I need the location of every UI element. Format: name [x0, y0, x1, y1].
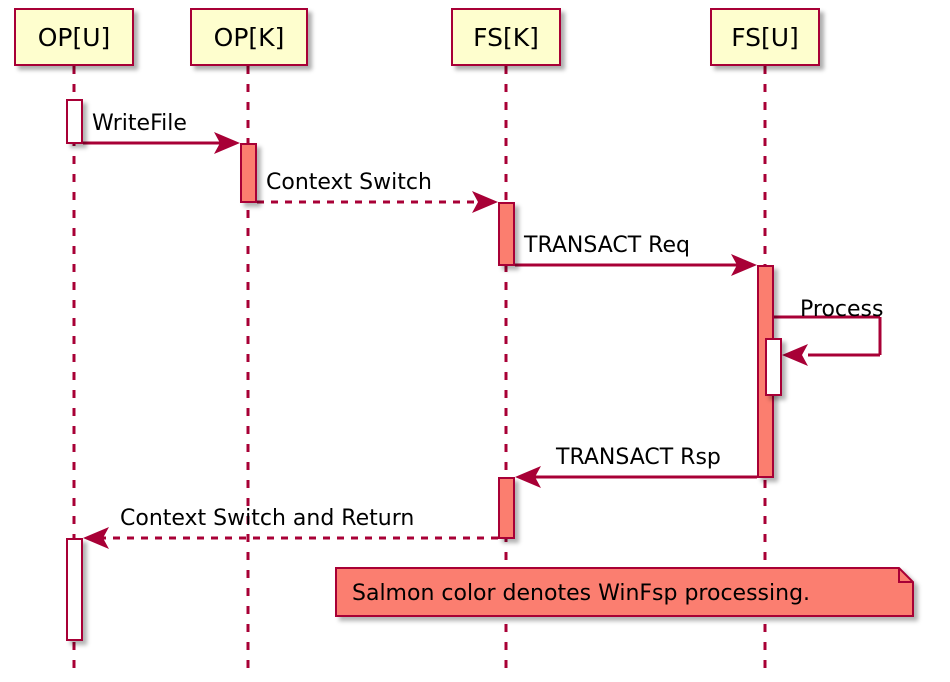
participant-label: OP[U]	[37, 22, 111, 52]
message-m4	[774, 315, 882, 366]
participant-label: FS[K]	[473, 22, 539, 52]
activation-bar-opu	[66, 538, 83, 641]
arrow-head	[515, 466, 541, 488]
activation-bar-opk	[240, 143, 257, 203]
message-m5	[515, 466, 757, 488]
arrow-head	[472, 191, 498, 213]
message-m3	[515, 254, 757, 276]
note-text: Salmon color denotes WinFsp processing.	[352, 581, 811, 606]
message-m1	[83, 132, 240, 154]
activation-bar-fsk	[498, 202, 515, 266]
message-m2	[257, 191, 498, 213]
arrow-head	[214, 132, 240, 154]
participant-fsu[interactable]: FS[U]	[710, 8, 820, 66]
message-label-m2: Context Switch	[266, 170, 432, 195]
participant-opu[interactable]: OP[U]	[14, 8, 134, 66]
activation-bar-opu	[66, 99, 83, 144]
message-label-m1: WriteFile	[92, 111, 187, 136]
activation-bar-fsu	[765, 338, 782, 396]
message-label-m4: Process	[800, 297, 884, 322]
activation-bar-fsk	[498, 477, 515, 539]
message-label-m6: Context Switch and Return	[120, 506, 415, 531]
participant-opk[interactable]: OP[K]	[190, 8, 308, 66]
note-fold-icon	[898, 568, 913, 583]
participant-fsk[interactable]: FS[K]	[451, 8, 561, 66]
participant-label: OP[K]	[213, 22, 285, 52]
note-body	[335, 567, 914, 617]
message-arrows-group	[83, 132, 882, 549]
message-label-m5: TRANSACT Rsp	[556, 445, 721, 470]
arrow-head	[782, 344, 808, 366]
arrow-head	[731, 254, 757, 276]
message-label-m3: TRANSACT Req	[524, 233, 690, 258]
participant-label: FS[U]	[731, 22, 799, 52]
message-m6	[83, 527, 498, 549]
note-shape-group	[335, 567, 914, 617]
arrow-head	[83, 527, 109, 549]
